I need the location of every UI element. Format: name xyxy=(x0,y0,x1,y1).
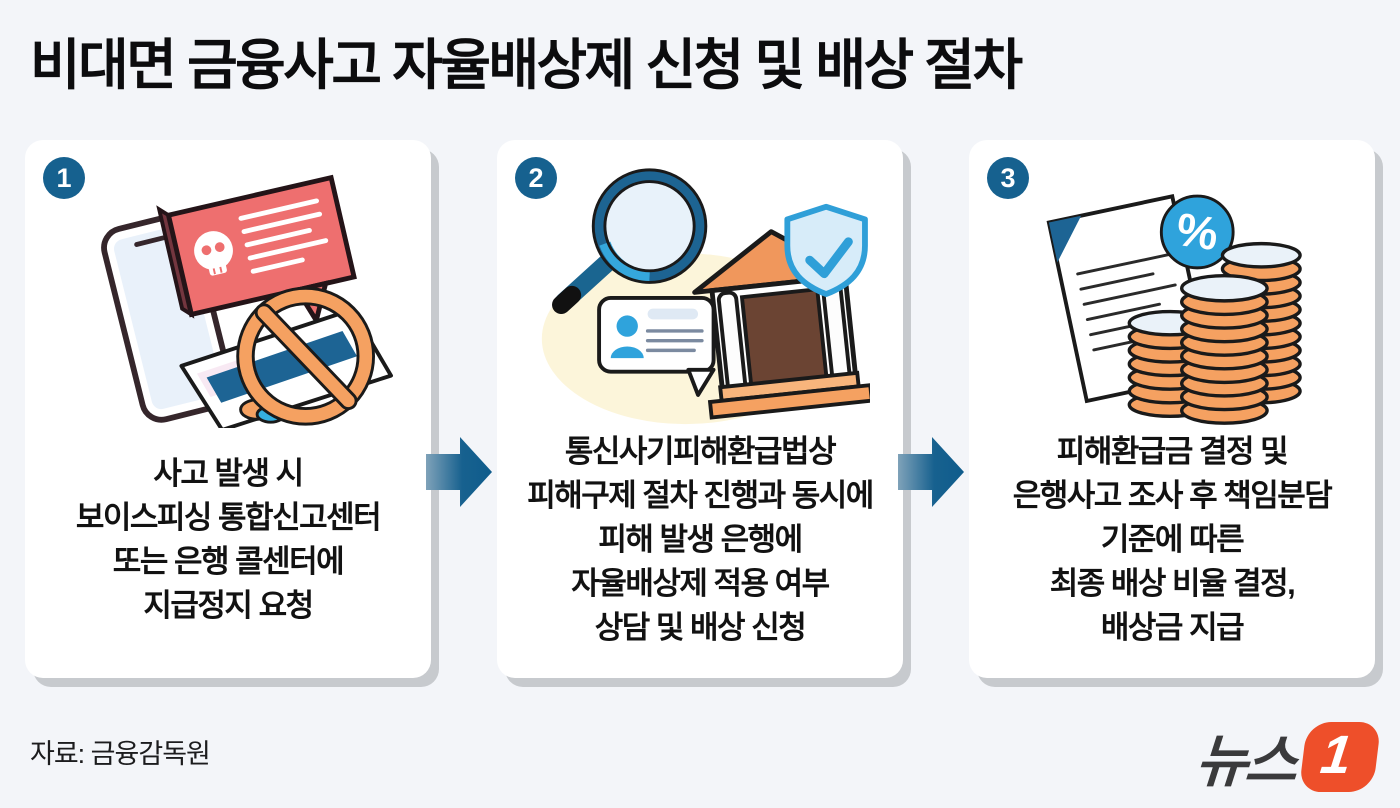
step-line: 보이스피싱 통합신고센터 xyxy=(75,500,382,535)
news1-logo-number: 1 xyxy=(1317,725,1355,785)
step-line: 피해 발생 은행에 xyxy=(598,522,803,557)
step-card-1: 1 xyxy=(25,140,431,678)
step-card-2: 2 xyxy=(497,140,903,678)
scam-message-bubble xyxy=(156,174,357,327)
svg-text:%: % xyxy=(1173,203,1221,260)
prohibition-icon xyxy=(236,286,376,426)
source-note: 자료: 금융감독원 xyxy=(30,739,211,769)
step-line: 통신사기피해환급법상 xyxy=(564,434,837,469)
compensation-illustration: % xyxy=(1002,166,1342,428)
step-line: 은행사고 조사 후 책임분담 xyxy=(1012,478,1333,513)
step-line: 지급정지 요청 xyxy=(143,588,314,623)
coins-icon xyxy=(1127,241,1302,425)
arrow-right-icon xyxy=(426,437,492,507)
step-line: 상담 및 배상 신청 xyxy=(594,610,807,645)
step-3-number-badge: 3 xyxy=(987,157,1029,199)
step-1-description: 사고 발생 시 보이스피싱 통합신고센터 또는 은행 콜센터에 지급정지 요청 xyxy=(35,420,421,660)
skull-icon xyxy=(194,231,233,276)
step-line: 자율배상제 적용 여부 xyxy=(571,566,830,601)
coin-stack-left xyxy=(1127,309,1213,419)
shield-check-icon xyxy=(784,203,868,297)
message-lines xyxy=(238,198,329,274)
step-line: 기준에 따른 xyxy=(1100,522,1245,557)
coin-stack-front xyxy=(1180,273,1269,425)
step-line: 사고 발생 시 xyxy=(153,456,304,491)
page-title: 비대면 금융사고 자율배상제 신청 및 배상 절차 xyxy=(30,34,1023,96)
magnifier-icon xyxy=(552,168,708,314)
bank-review-scene xyxy=(541,168,870,425)
news1-logo: 뉴스 1 xyxy=(1193,716,1382,798)
step-line: 피해구제 절차 진행과 동시에 xyxy=(527,478,874,513)
step-3-description: 피해환급금 결정 및 은행사고 조사 후 책임분담 기준에 따른 최종 배상 비… xyxy=(979,420,1365,660)
step-line: 또는 은행 콜센터에 xyxy=(112,544,345,579)
news1-logo-mark: 1 xyxy=(1298,722,1382,792)
voice-phishing-illustration xyxy=(58,166,398,428)
id-card-bubble-icon xyxy=(597,296,716,397)
step-2-number-badge: 2 xyxy=(515,157,557,199)
step-2-description: 통신사기피해환급법상 피해구제 절차 진행과 동시에 피해 발생 은행에 자율배… xyxy=(507,420,893,660)
step-line: 최종 배상 비율 결정, xyxy=(1049,566,1296,601)
step-1-number-badge: 1 xyxy=(43,157,85,199)
payout-scene: % xyxy=(1046,194,1302,425)
bank-inspection-illustration xyxy=(530,166,870,428)
step-line: 피해환급금 결정 및 xyxy=(1056,434,1289,469)
step-card-3: 3 xyxy=(969,140,1375,678)
news1-logo-text: 뉴스 xyxy=(1193,730,1297,794)
percent-icon: % xyxy=(1159,194,1235,270)
phone-scam-scene xyxy=(101,174,393,428)
bank-icon xyxy=(692,229,870,420)
step-line: 배상금 지급 xyxy=(1100,610,1245,645)
arrow-right-icon xyxy=(898,437,964,507)
